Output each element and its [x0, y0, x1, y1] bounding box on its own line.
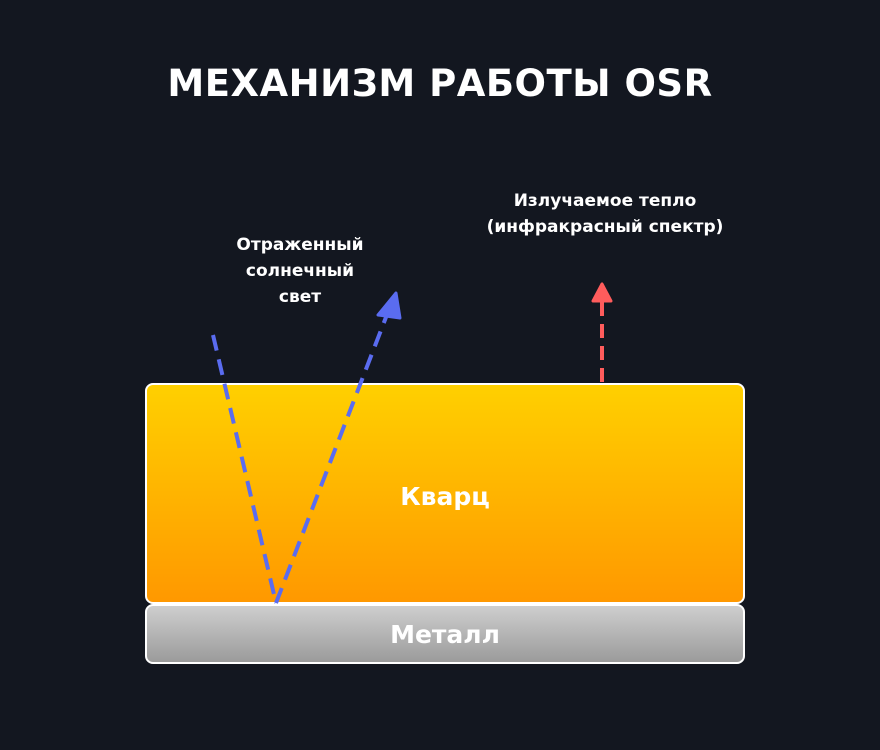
incoming-light-ray: [211, 334, 278, 604]
metal-layer-label: Металл: [390, 620, 500, 649]
metal-layer: [145, 604, 745, 664]
reflected-light-label-line-3: свет: [278, 287, 322, 307]
quartz-layer-label: Кварц: [400, 482, 490, 511]
emitted-heat-label-line-1: Излучаемое тепло: [513, 191, 697, 211]
emitted-heat-label: Излучаемое тепло (инфракрасный спектр): [470, 188, 740, 240]
diagram-title: МЕХАНИЗМ РАБОТЫ OSR: [167, 62, 713, 105]
reflected-light-ray: [274, 311, 390, 604]
reflected-light-arrowhead: [376, 291, 402, 320]
emitted-heat-arrowhead: [591, 282, 613, 303]
reflected-light-label-line-1: Отраженный: [236, 235, 364, 255]
reflected-light-label-line-2: солнечный: [245, 261, 355, 281]
reflected-light-label: Отраженный солнечный свет: [210, 232, 390, 310]
emitted-heat-label-line-2: (инфракрасный спектр): [486, 217, 724, 237]
